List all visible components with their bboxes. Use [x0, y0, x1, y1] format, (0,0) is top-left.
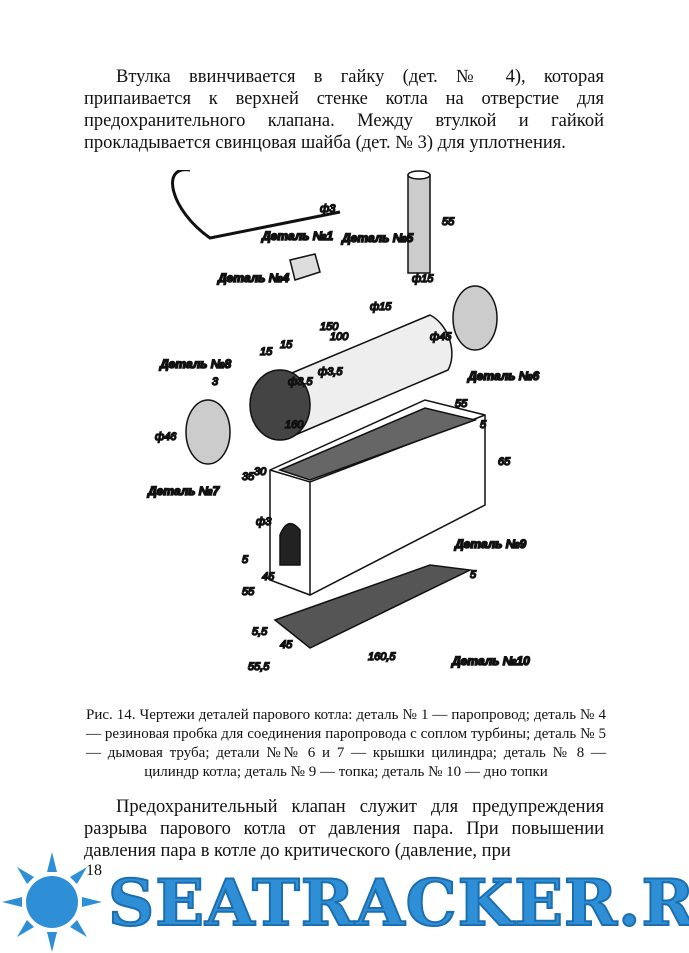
- dim: ф15: [370, 301, 392, 313]
- boiler-parts-drawing: Деталь №1 ф3 Деталь №5 55 ф15 Деталь №4 …: [146, 170, 540, 674]
- dim: 5: [480, 419, 487, 431]
- watermark-sun-logo-icon: [2, 852, 102, 952]
- page-number: 18: [86, 862, 102, 879]
- dim: 35: [242, 471, 255, 483]
- dim: 15: [260, 346, 273, 358]
- dim: 5,5: [252, 626, 268, 638]
- dim: 15: [280, 339, 293, 351]
- dim: 65: [498, 456, 511, 468]
- label-part5: Деталь №5: [341, 231, 414, 245]
- dim: 55: [442, 216, 455, 228]
- dim: 45: [280, 639, 293, 651]
- label-part10: Деталь №10: [451, 654, 530, 668]
- steam-pipe-part1: [171, 170, 341, 240]
- dim: ф3,5: [288, 376, 313, 388]
- dim: 30: [254, 466, 267, 478]
- label-part4: Деталь №4: [217, 271, 290, 285]
- dim: 150: [320, 321, 339, 333]
- bottom-paragraph: Предохранительный клапан служит для пред…: [84, 796, 604, 862]
- top-paragraph: Втулка ввинчивается в гайку (дет. № 4), …: [84, 66, 604, 154]
- label-part6: Деталь №6: [467, 369, 540, 383]
- paragraph-text: Предохранительный клапан служит для пред…: [84, 797, 604, 861]
- boiler-cylinder-part8: [274, 314, 453, 436]
- dim: ф3,5: [318, 366, 343, 378]
- figure-caption: Рис. 14. Чертежи деталей парового котла:…: [86, 707, 606, 780]
- paragraph-text: Втулка ввинчивается в гайку (дет. № 4), …: [84, 67, 604, 153]
- cover-part7: [185, 399, 231, 465]
- rubber-plug-part4: [289, 253, 321, 281]
- label-part9: Деталь №9: [454, 537, 527, 551]
- chimney-part5: [407, 174, 431, 274]
- label-part7: Деталь №7: [147, 484, 221, 498]
- dim: 5: [242, 554, 249, 566]
- dim: ф45: [430, 331, 452, 343]
- dim: 5: [470, 569, 477, 581]
- dim: 3: [212, 376, 219, 388]
- dim: 100: [330, 331, 349, 343]
- label-part8: Деталь №8: [159, 357, 232, 371]
- dim: ф3: [320, 203, 336, 215]
- cover-part6: [452, 285, 498, 351]
- watermark-text: SEATRACKER.RU: [107, 865, 689, 942]
- firebox-bottom-part10: [273, 564, 473, 649]
- dim: ф15: [412, 273, 434, 285]
- firebox-part9: [269, 399, 486, 596]
- dim: ф46: [155, 431, 177, 443]
- dim: 160: [285, 419, 304, 431]
- dim: 160,5: [368, 651, 396, 663]
- dim: 55: [455, 398, 468, 410]
- dim: 55: [242, 586, 255, 598]
- dim: 55,5: [248, 661, 270, 673]
- dim: 45: [262, 571, 275, 583]
- dim: ф3: [256, 516, 272, 528]
- label-part1: Деталь №1: [261, 229, 334, 243]
